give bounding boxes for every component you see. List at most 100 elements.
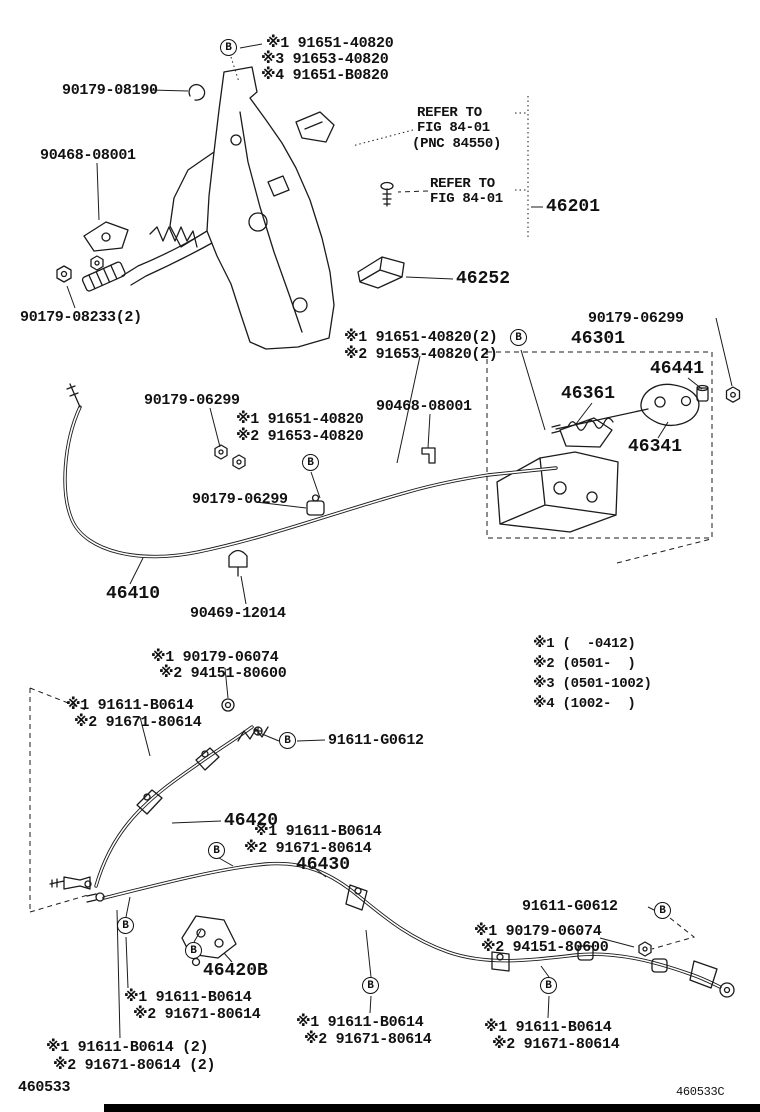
cable-bracket: [195, 747, 220, 771]
part-label-91651-40820: ※1 91651-40820: [236, 411, 364, 428]
part-label-46441: 46441: [650, 359, 705, 379]
legend-row: ※1 ( -0412): [533, 636, 636, 652]
return-spring: [149, 226, 198, 248]
leader-lines: [66, 43, 733, 1039]
b-marker: B: [220, 39, 237, 56]
cable-spring-end: [237, 726, 269, 742]
cable-bracket: [491, 951, 510, 972]
part-label-90179-06299: 90179-06299: [144, 392, 240, 409]
part-label-46341: 46341: [628, 437, 683, 457]
part-label-46361: 46361: [561, 384, 616, 404]
part-label-91671-80614: ※2 91671-80614: [133, 1006, 261, 1023]
part-label-91653-40820: ※2 91653-40820: [236, 428, 364, 445]
part-label-90179-06299: 90179-06299: [588, 310, 684, 327]
nut: [725, 386, 741, 403]
nut: [214, 444, 228, 460]
clip: [188, 83, 206, 101]
part-label-91611-G0612: 91611-G0612: [522, 898, 618, 915]
cable-clamp: [306, 500, 325, 516]
rear-cable-46430: [102, 861, 722, 989]
bushing-46441: [696, 387, 709, 402]
page-edge-bar: [104, 1104, 760, 1112]
b-marker: B: [117, 917, 134, 934]
b-marker: B: [362, 977, 379, 994]
b-marker: B: [510, 329, 527, 346]
cable-clamp: [577, 945, 594, 961]
grommet: [221, 698, 235, 712]
part-label-90469-12014: 90469-12014: [190, 605, 286, 622]
mount-bracket: [83, 221, 129, 252]
pedal-bracket-outline: [206, 66, 335, 350]
part-label-91611-B0614: ※1 91611-B0614: [124, 989, 252, 1006]
legend-row: ※2 (0501- ): [533, 656, 636, 672]
b-marker: B: [208, 842, 225, 859]
legend-row: ※3 (0501-1002): [533, 676, 652, 692]
part-label-91653-40820: ※3 91653-40820: [261, 51, 389, 68]
refer-note-line: REFER TO: [430, 176, 495, 192]
part-label-91611-B0614: ※1 91611-B0614: [66, 697, 194, 714]
cable-bracket: [136, 789, 163, 815]
part-label-94151-80600: ※2 94151-80600: [481, 939, 609, 956]
equalizer-dashed-box: [486, 351, 713, 539]
bolt: [90, 255, 104, 271]
b-marker: B: [185, 942, 202, 959]
part-label-91611-B0614: ※1 91611-B0614: [254, 823, 382, 840]
part-label-91651-B0820: ※4 91651-B0820: [261, 67, 389, 84]
release-pad-46252: [357, 256, 405, 289]
part-label-91671-80614-x2: ※2 91671-80614 (2): [53, 1057, 216, 1074]
part-label-90179-06074: ※1 90179-06074: [151, 649, 279, 666]
figure-number: 460533: [18, 1079, 71, 1096]
part-label-91611-B0614: ※1 91611-B0614: [484, 1019, 612, 1036]
bolt: [191, 957, 201, 967]
b-marker: B: [302, 454, 319, 471]
part-label-46430: 46430: [296, 855, 351, 875]
dashed-construction-lines: [29, 190, 713, 950]
part-label-91611-B0614: ※1 91611-B0614: [296, 1014, 424, 1031]
equalizer-bracket: [559, 417, 613, 448]
part-label-46420B: 46420B: [203, 961, 268, 981]
legend-row: ※4 (1002- ): [533, 696, 636, 712]
part-label-91671-80614: ※2 91671-80614: [304, 1031, 432, 1048]
refer-note-line: REFER TO: [417, 105, 482, 121]
part-label-91671-80614: ※2 91671-80614: [492, 1036, 620, 1053]
b-marker: B: [654, 902, 671, 919]
part-label-91653-40820-2: ※2 91653-40820(2): [344, 346, 498, 363]
pedal-pad: [81, 261, 126, 292]
part-label-46420: 46420: [224, 811, 279, 831]
switch-bracket: [295, 111, 335, 143]
part-label-90179-06299: 90179-06299: [192, 491, 288, 508]
cable-end-fitting: [66, 383, 81, 408]
cable-end-fitting: [86, 893, 97, 903]
figure-code: 460533C: [676, 1085, 725, 1099]
part-label-90468-08001: 90468-08001: [40, 147, 136, 164]
rear-cable-46420: [94, 725, 254, 888]
b-marker: B: [540, 977, 557, 994]
refer-note-line: (PNC 84550): [412, 136, 502, 152]
part-label-91651-40820: ※1 91651-40820: [266, 35, 394, 52]
part-label-91671-80614: ※2 91671-80614: [244, 840, 372, 857]
part-label-46252: 46252: [456, 269, 511, 289]
nut: [232, 454, 246, 470]
part-label-90468-08001: 90468-08001: [376, 398, 472, 415]
part-label-91671-80614: ※2 91671-80614: [74, 714, 202, 731]
nut: [638, 941, 652, 957]
refer-note-line: FIG 84-01: [430, 191, 503, 207]
part-label-46410: 46410: [106, 584, 161, 604]
equalizer-lever-46341: [640, 383, 700, 426]
part-label-94151-80600: ※2 94151-80600: [159, 665, 287, 682]
end-bracket: [689, 960, 718, 989]
cable-eyelet: [719, 982, 735, 998]
part-label-90179-08233: 90179-08233(2): [20, 309, 142, 326]
cable-bracket: [345, 884, 368, 911]
clip-90468: [421, 447, 436, 464]
clevis: [49, 876, 91, 890]
part-label-90179-06074: ※1 90179-06074: [474, 923, 602, 940]
adjust-rod-46361: [555, 408, 649, 430]
part-label-90179-08190: 90179-08190: [62, 82, 158, 99]
part-label-46201: 46201: [546, 197, 601, 217]
clamp-90469: [228, 549, 248, 577]
equalizer-support: [496, 451, 619, 533]
part-label-46301: 46301: [571, 329, 626, 349]
